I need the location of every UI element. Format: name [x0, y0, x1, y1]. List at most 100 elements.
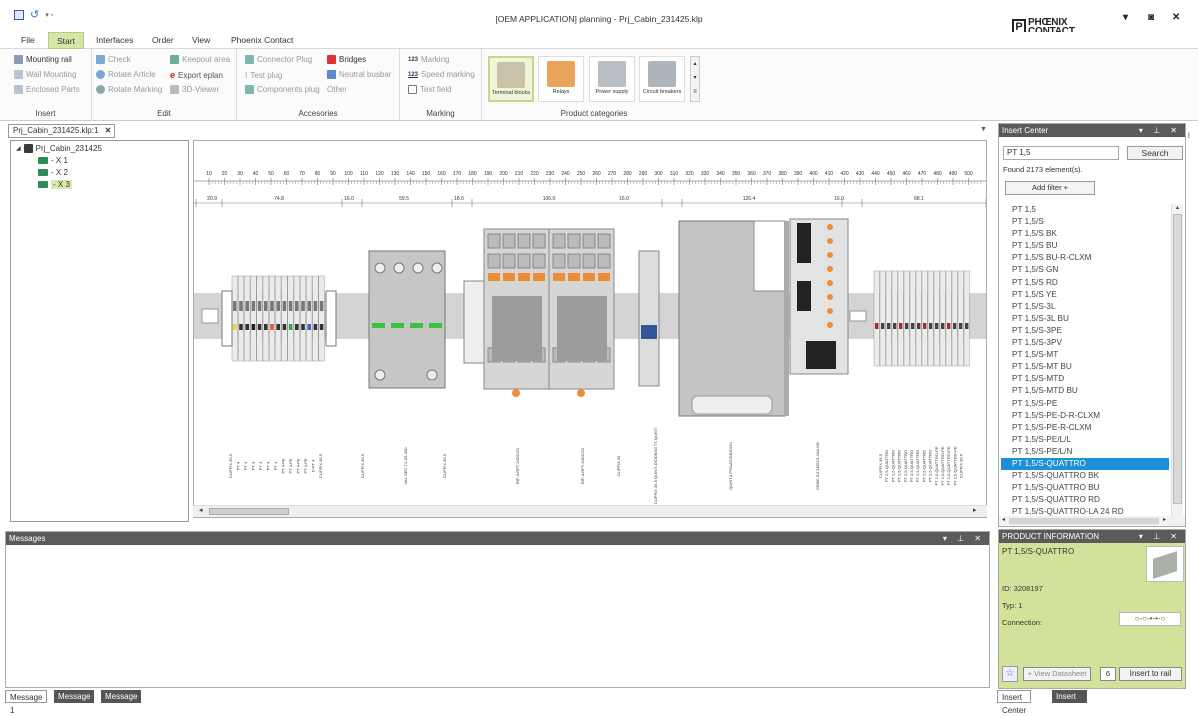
- terminal-block[interactable]: [275, 275, 282, 362]
- product-list-item[interactable]: PT 1,5/S-3PE: [1012, 325, 1062, 335]
- terminal-block[interactable]: [281, 275, 288, 362]
- product-list-item[interactable]: PT 1,5/S-3L BU: [1012, 313, 1069, 323]
- expand-icon[interactable]: ◢: [16, 146, 21, 152]
- product-list[interactable]: PT 1,5 PT 1,5/S PT 1,5/S BK PT 1,5/S BU PT 1…: [1001, 204, 1169, 518]
- tree-root[interactable]: ◢Prj_Cabin_231425: [16, 144, 102, 153]
- menu-start[interactable]: Start: [48, 32, 84, 49]
- tree-item-x1[interactable]: - X 1: [38, 156, 68, 165]
- product-list-item[interactable]: PT 1,5/S BK: [1012, 229, 1057, 239]
- other-button[interactable]: Other: [327, 85, 347, 94]
- product-list-item[interactable]: PT 1,5/S-MT: [1012, 350, 1059, 360]
- terminal-block[interactable]: [262, 275, 269, 362]
- terminal-block[interactable]: [287, 275, 294, 362]
- scroll-right-icon[interactable]: ▸: [973, 507, 977, 514]
- terminal-block[interactable]: [256, 275, 263, 362]
- product-list-item[interactable]: PT 1,5: [1012, 205, 1036, 214]
- hscroll-thumb[interactable]: [1009, 518, 1159, 524]
- product-list-hscroll[interactable]: ◂▸: [999, 516, 1185, 526]
- tab-insert-bridges[interactable]: Insert Bridges: [1052, 690, 1088, 714]
- connector-plug-button[interactable]: Connector Plug: [245, 55, 312, 64]
- qat-dropdown-icon[interactable]: ▾ ▫: [45, 11, 54, 19]
- wall-mounting-button[interactable]: Wall Mounting: [14, 70, 76, 79]
- terminal-block[interactable]: [268, 275, 275, 362]
- product-list-item[interactable]: PT 1,5/S-QUATTRO RD: [1012, 495, 1100, 505]
- product-list-item[interactable]: PT 1,5/S-PE: [1012, 398, 1058, 408]
- product-list-item[interactable]: PT 1,5/S: [1012, 217, 1044, 227]
- terminal-block[interactable]: [891, 270, 898, 367]
- product-list-item[interactable]: PT 1,5/S-MTD BU: [1012, 386, 1078, 396]
- menu-order[interactable]: Order: [152, 35, 174, 45]
- close-tab-icon[interactable]: ✕: [104, 126, 112, 135]
- terminal-block[interactable]: [957, 270, 964, 367]
- product-list-item[interactable]: PT 1,5/S-3PV: [1012, 338, 1062, 348]
- product-list-item[interactable]: PT 1,5/S-QUATTRO: [1001, 457, 1169, 471]
- terminal-block[interactable]: [915, 270, 922, 367]
- product-list-item[interactable]: PT 1,5/S-QUATTRO BU: [1012, 483, 1100, 493]
- product-list-item[interactable]: PT 1,5/S RD: [1012, 277, 1058, 287]
- category-terminal-blocks[interactable]: Terminal blocks: [488, 56, 534, 102]
- product-list-item[interactable]: PT 1,5/S BU: [1012, 241, 1058, 251]
- scroll-left-icon[interactable]: ◂: [1002, 517, 1006, 523]
- tab-message-2[interactable]: Message 2: [54, 690, 95, 714]
- product-list-item[interactable]: PT 1,5/S-PE-R-CLXM: [1012, 422, 1092, 432]
- document-tab[interactable]: Prj_Cabin_231425.klp:1 ✕: [8, 124, 115, 138]
- restore-button[interactable]: ◙: [1148, 12, 1155, 23]
- menu-interfaces[interactable]: Interfaces: [96, 35, 134, 45]
- terminal-block[interactable]: [306, 275, 313, 362]
- menu-phoenix-contact[interactable]: Phoenix Contact: [231, 35, 294, 45]
- product-list-item[interactable]: PT 1,5/S-MTD: [1012, 374, 1065, 384]
- product-list-item[interactable]: PT 1,5/S BU-R-CLXM: [1012, 253, 1092, 263]
- product-list-item[interactable]: PT 1,5/S-3L: [1012, 301, 1056, 311]
- terminal-block[interactable]: [921, 270, 928, 367]
- canvas-horizontal-scrollbar[interactable]: ◂ ▸: [193, 505, 987, 517]
- product-list-item[interactable]: PT 1,5/S-PE/L/N: [1012, 446, 1073, 456]
- terminal-block[interactable]: [933, 270, 940, 367]
- product-list-item[interactable]: PT 1,5/S-MT BU: [1012, 362, 1072, 372]
- product-list-item[interactable]: PT 1,5/S-PE-D-R-CLXM: [1012, 410, 1101, 420]
- terminal-block[interactable]: [873, 270, 880, 367]
- category-relays[interactable]: Relays: [538, 56, 584, 102]
- favorite-star-icon[interactable]: ☆: [1002, 666, 1018, 682]
- panel-pin-icon[interactable]: ǀ: [1188, 133, 1190, 140]
- check-button[interactable]: Check: [96, 55, 131, 64]
- keepout-area-button[interactable]: Keepout area: [170, 55, 230, 64]
- terminal-block[interactable]: [293, 275, 300, 362]
- insert-to-rail-button[interactable]: Insert to rail: [1119, 667, 1182, 681]
- terminal-block[interactable]: [951, 270, 958, 367]
- save-icon[interactable]: [14, 9, 24, 20]
- category-circuit-breakers[interactable]: Circuit breakers: [639, 56, 685, 102]
- mounting-rail-button[interactable]: Mounting rail: [14, 55, 72, 64]
- terminal-block[interactable]: [318, 275, 325, 362]
- quantity-input[interactable]: 6: [1100, 667, 1116, 681]
- tree-item-x3[interactable]: - X 3: [38, 180, 72, 189]
- product-list-item[interactable]: PT 1,5/S-QUATTRO-LA 24 RD: [1012, 507, 1124, 517]
- terminal-block[interactable]: [945, 270, 952, 367]
- terminal-block[interactable]: [238, 275, 245, 362]
- menu-view[interactable]: View: [192, 35, 211, 45]
- view-datasheet-button[interactable]: + View Datasheet: [1023, 667, 1091, 681]
- product-list-item[interactable]: PT 1,5/S YE: [1012, 289, 1057, 299]
- undo-icon[interactable]: ↺: [30, 9, 40, 21]
- tab-message-3[interactable]: Message 3: [101, 690, 142, 714]
- minimize-button[interactable]: ▾: [1123, 12, 1129, 23]
- rotate-article-button[interactable]: Rotate Article: [96, 70, 156, 79]
- text-field-button[interactable]: Text field: [408, 85, 452, 94]
- category-scroll[interactable]: ▴▾≡: [690, 56, 700, 102]
- neutral-busbar-button[interactable]: Neutral busbar: [327, 70, 391, 79]
- tab-insert-center[interactable]: Insert Center: [997, 690, 1032, 715]
- rotate-marking-button[interactable]: Rotate Marking: [96, 85, 162, 94]
- terminal-block[interactable]: [909, 270, 916, 367]
- add-filter-button[interactable]: Add filter +: [1005, 181, 1095, 195]
- search-input[interactable]: PT 1,5: [1003, 146, 1119, 160]
- scroll-left-icon[interactable]: ◂: [199, 507, 203, 514]
- terminal-block[interactable]: [250, 275, 257, 362]
- product-list-item[interactable]: PT 1,5/S-QUATTRO BK: [1012, 471, 1100, 481]
- terminal-block[interactable]: [897, 270, 904, 367]
- terminal-block[interactable]: [299, 275, 306, 362]
- scroll-up-icon[interactable]: ▴: [1175, 205, 1179, 211]
